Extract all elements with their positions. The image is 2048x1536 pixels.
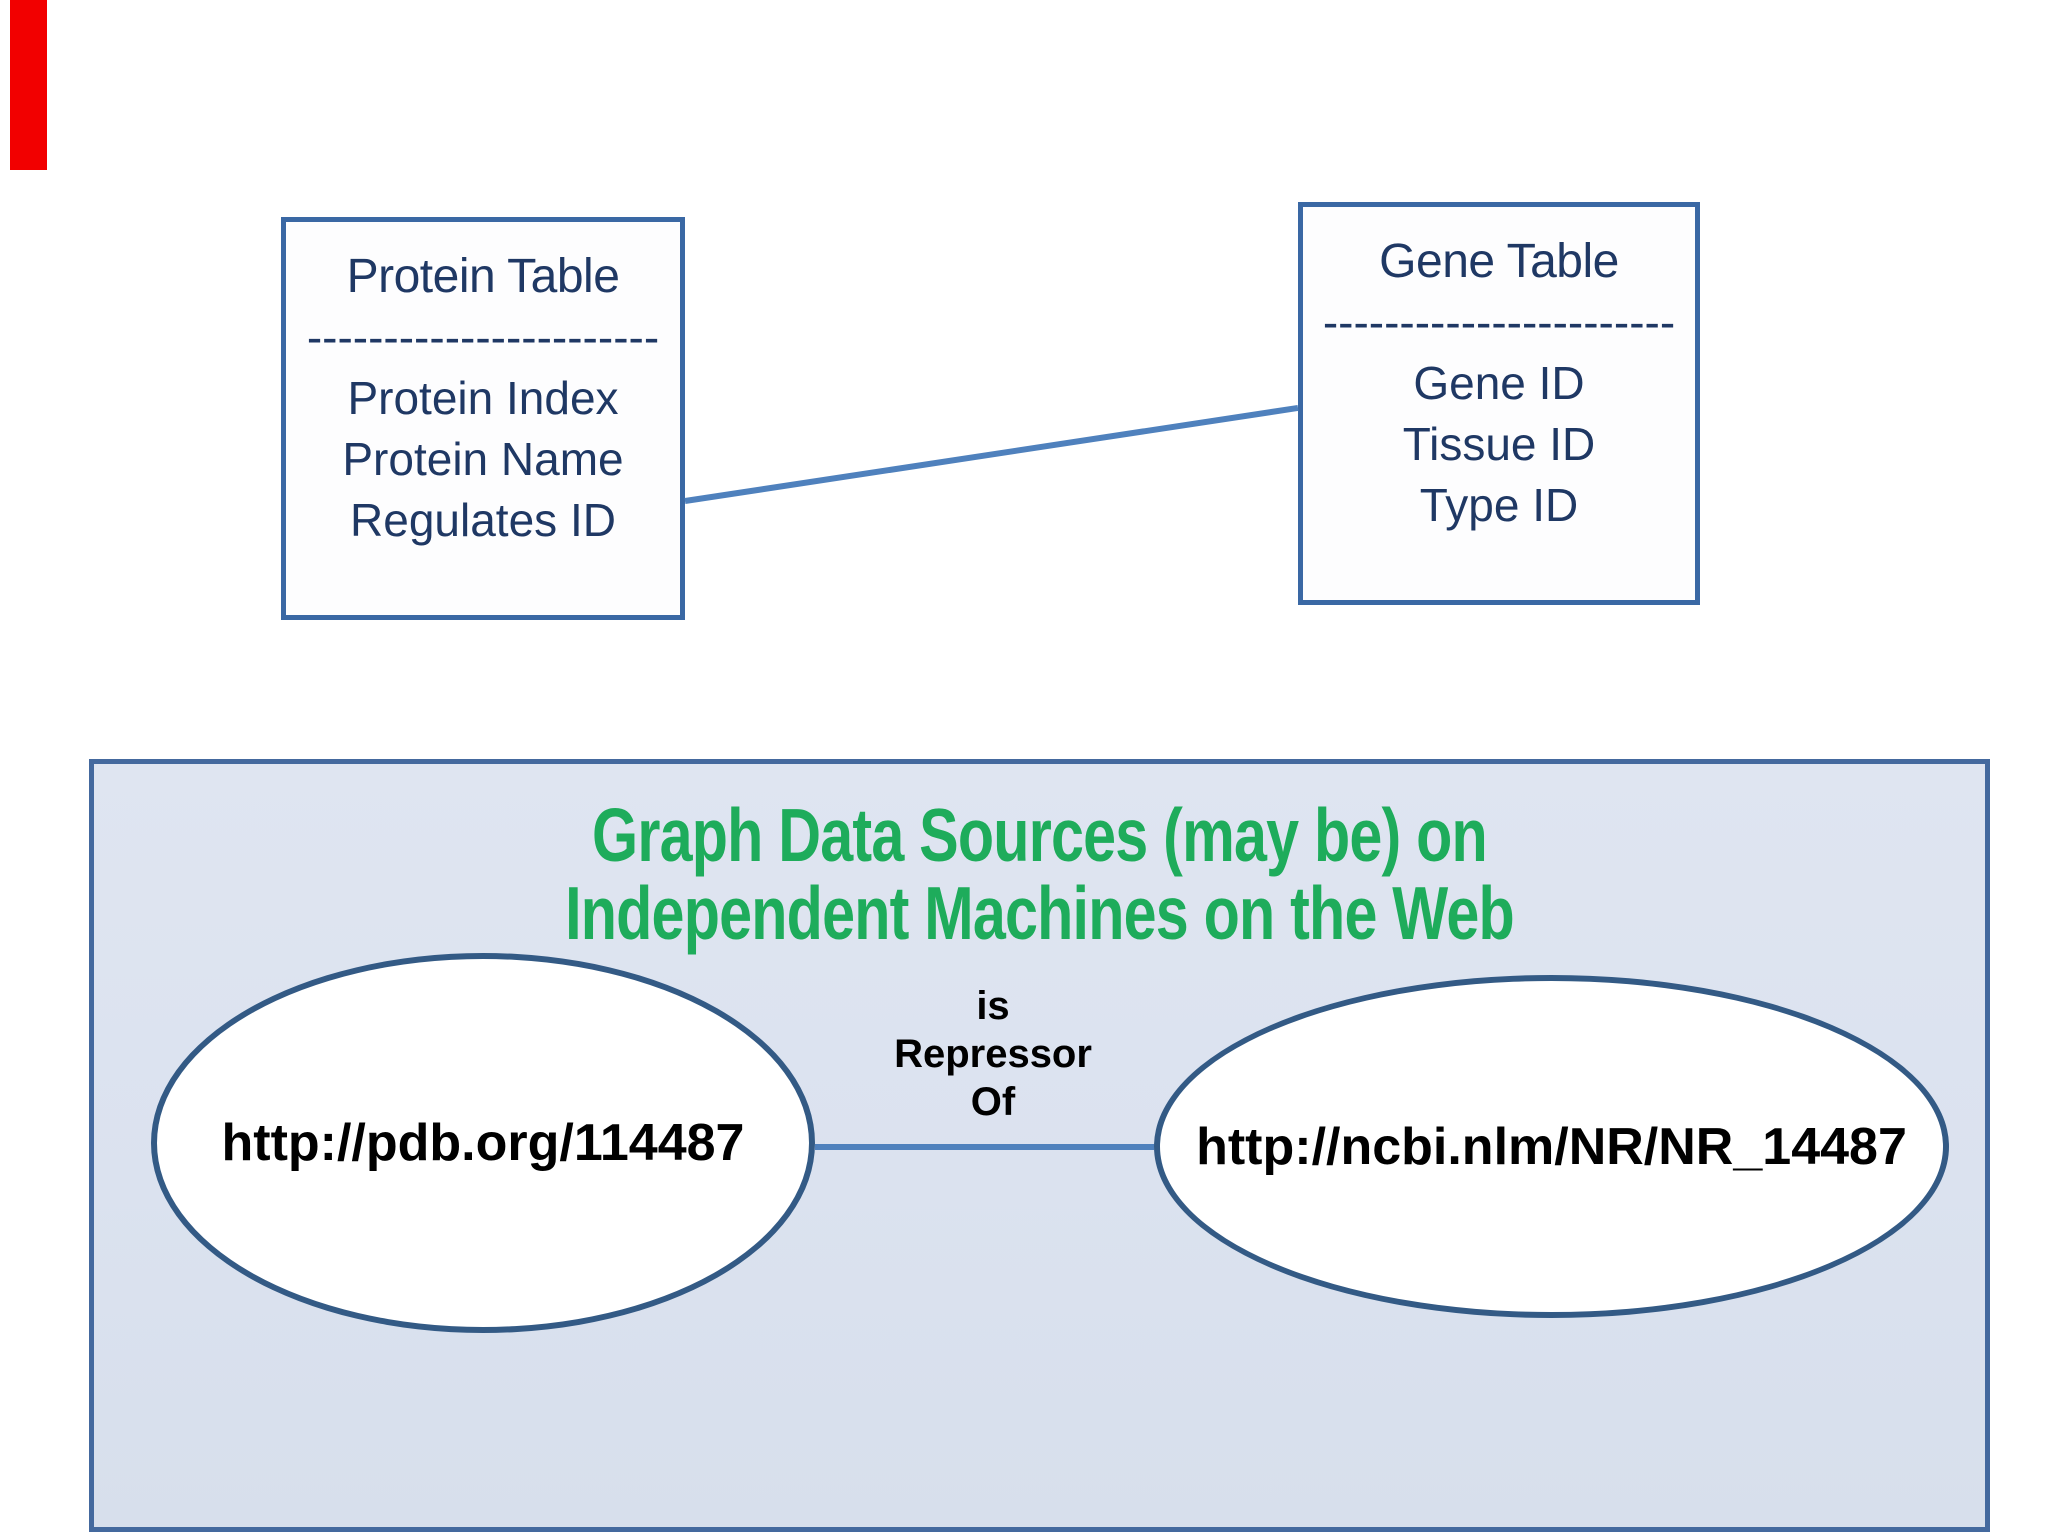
gene-table-separator: ----------------------- [1322,299,1676,345]
gene-field-type-id: Type ID [1419,479,1579,531]
node-relation-line [815,1144,1154,1150]
protein-table-title: Protein Table [346,250,620,303]
edge-label-line-3: Of [970,1080,1016,1124]
edge-label-line-1: is [976,984,1010,1028]
protein-field-name: Protein Name [342,433,624,485]
protein-field-regulates-id: Regulates ID [350,494,616,546]
pdb-node-ellipse: http://pdb.org/114487 [151,953,815,1333]
gene-table-title: Gene Table [1379,235,1619,288]
edge-label: is Repressor Of [843,982,1143,1126]
panel-heading-line-1: Graph Data Sources (may be) on [592,793,1488,877]
protein-table-box: Protein Table ----------------------- Pr… [281,217,685,620]
table-relation-line [684,405,1299,504]
edge-label-line-2: Repressor [894,1032,1092,1076]
ncbi-node-label: http://ncbi.nlm/NR/NR_14487 [1196,1117,1907,1176]
panel-heading-line-2: Independent Machines on the Web [565,871,1515,955]
pdb-node-label: http://pdb.org/114487 [221,1114,745,1172]
panel-heading: Graph Data Sources (may be) on Independe… [89,796,1990,952]
ncbi-node-ellipse: http://ncbi.nlm/NR/NR_14487 [1154,975,1949,1318]
gene-field-gene-id: Gene ID [1413,357,1585,409]
gene-field-tissue-id: Tissue ID [1402,418,1596,470]
red-edge-bar [10,0,47,170]
gene-table-box: Gene Table ----------------------- Gene … [1298,202,1700,605]
protein-field-index: Protein Index [347,372,619,424]
protein-table-separator: ----------------------- [306,314,660,360]
